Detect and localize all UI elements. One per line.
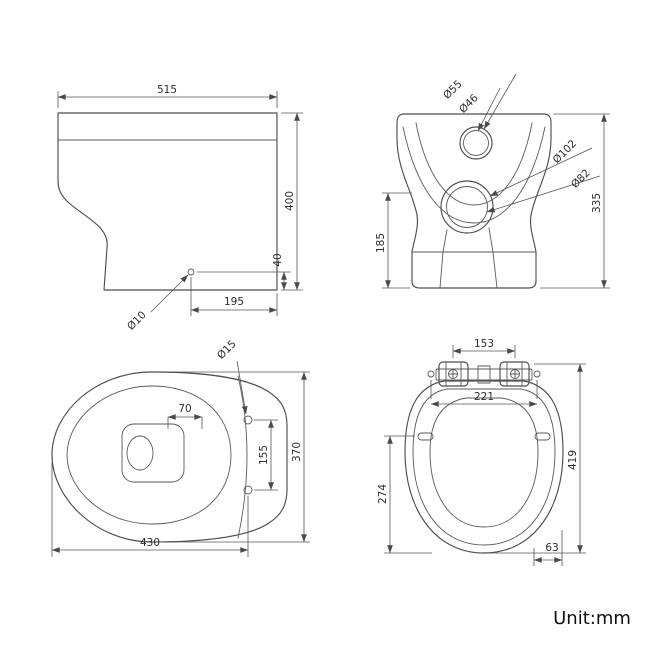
dim-side-fixing-hole-dia: Ø10 [125,309,149,333]
dim-seat-inner-depth: 274 [377,484,389,504]
front-view: Ø55 Ø46 Ø102 Ø82 335 185 [375,73,610,289]
leader-inlet-inner [477,87,501,132]
leader-outlet-inner [486,175,601,213]
dim-seat-hole-dia: Ø15 [215,338,239,362]
front-bowl-curve-outer [402,126,546,224]
seat-lid-inner [429,397,539,528]
side-view: 515 400 40 195 Ø10 [57,84,303,333]
dim-pan-width: 370 [291,442,303,462]
dim-inlet-inner-dia: Ø46 [457,92,481,116]
hinge-bolt-right [533,370,541,378]
hinge-block-right [499,361,530,387]
seat-bumper-left [417,432,434,441]
hinge-bar [435,368,533,381]
pan-trap-outline [121,423,185,483]
leader-outlet-outer [489,147,593,197]
unit-label: Unit:mm [553,608,631,629]
hinge-bolt-left [427,370,435,378]
leader-side-fixing-hole [150,274,189,313]
dim-front-outlet-height: 185 [375,233,387,253]
dim-pan-length: 430 [140,537,160,549]
front-funnel-right [488,227,494,253]
dim-side-hole-to-back: 195 [224,296,244,308]
seat-bumper-right [534,432,551,441]
dim-outlet-outer-dia: Ø102 [551,138,580,167]
seat-edge-inner [412,388,556,546]
seat-fixing-hole-top [243,415,253,425]
dim-side-width: 515 [157,84,177,96]
inlet-hole-outer [459,126,493,160]
hinge-center-piece [477,365,491,384]
pan-outline [51,371,288,543]
dim-front-height: 335 [591,193,603,213]
dim-side-hole-height: 40 [272,253,284,266]
pan-top-view: 430 370 155 70 Ø15 [51,338,310,557]
outlet-hole-inner [446,186,488,228]
front-funnel-left [442,229,448,253]
pan-trap-hole [126,435,154,471]
dim-hinge-width: 221 [474,391,494,403]
seat-fixing-hole-bottom [243,485,253,495]
side-fixing-hole [187,268,195,276]
front-bowl-curve-inner [415,122,533,206]
front-view-outline [396,113,552,289]
inlet-hole-inner [463,130,489,156]
dim-pan-hole-offset: 70 [178,403,191,415]
front-outlet-skirt-right [492,251,498,289]
dim-pan-hole-spacing: 155 [258,445,270,465]
pan-back-edge [237,375,248,539]
dim-outlet-inner-dia: Ø82 [569,167,593,191]
pan-rim-inner [66,385,232,525]
dim-hinge-hole-spacing: 153 [474,338,494,350]
front-outlet-skirt-left [439,251,444,289]
hinge-block-left [438,361,469,387]
dim-side-height: 400 [284,191,296,211]
leader-seat-hole [236,360,248,415]
side-view-outline [57,112,278,291]
seat-view: 153 221 419 274 63 [377,338,586,566]
dim-inlet-outer-dia: Ø55 [441,78,465,102]
leader-inlet-outer [483,73,517,130]
outlet-hole-outer [440,180,494,234]
dim-seat-length: 419 [567,450,579,470]
dim-seat-back-offset: 63 [545,542,558,554]
